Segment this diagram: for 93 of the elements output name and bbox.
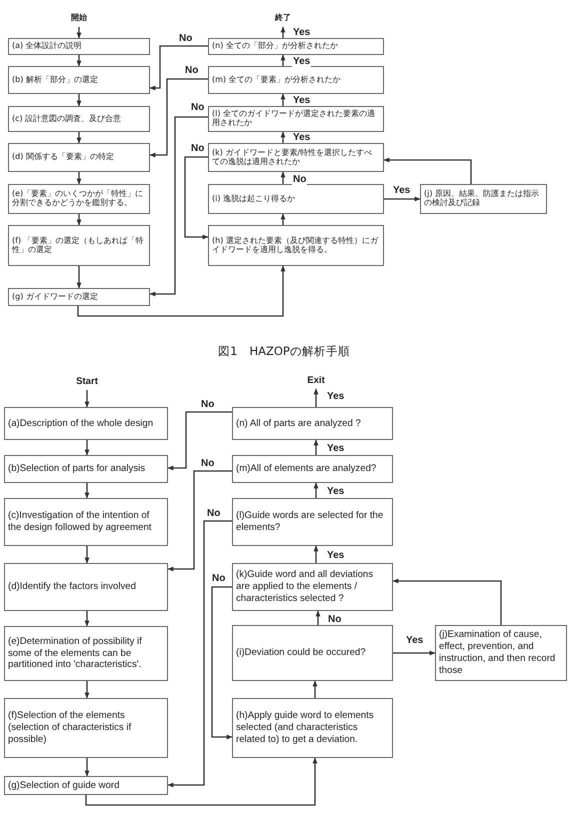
process-box: (j)Examination of cause, effect, prevention, and instruction, and then record those (435, 625, 567, 681)
edge-label: No (211, 574, 226, 584)
arrow (167, 411, 232, 470)
arrow (280, 213, 286, 225)
arrow (280, 93, 286, 106)
process-box: (f)Selection of the elements (selection of characteristics if possible) (4, 698, 168, 758)
edge-label: No (184, 66, 200, 76)
arrow (280, 171, 286, 184)
edge-label: Yes (326, 444, 346, 454)
arrow (149, 78, 208, 158)
edge-label: Yes (292, 28, 312, 38)
arrow (76, 55, 82, 67)
arrow (149, 45, 208, 90)
edge-label: No (200, 459, 216, 469)
edge-label: Yes (405, 636, 424, 646)
process-box: (n) All of parts are analyzed ? (232, 407, 393, 440)
arrow (84, 546, 90, 564)
process-box: (a)Description of the whole design (4, 407, 168, 440)
arrow (85, 757, 318, 806)
edge-label: Yes (326, 487, 346, 497)
process-box: (i)Deviation could be occured? (232, 625, 393, 681)
process-box: (b)Selection of parts for analysis (4, 455, 168, 483)
process-box: (c) 設計意図の調査、及び合意 (8, 106, 150, 132)
arrow (84, 611, 90, 627)
edge-label: Yes (392, 186, 412, 196)
arrow (167, 470, 232, 572)
process-box: (b) 解析「部分」の選定 (8, 66, 150, 94)
edge-label: No (200, 400, 216, 410)
arrow (84, 758, 90, 777)
process-box: (a) 全体設計の説明 (8, 38, 150, 55)
process-box: (m) 全ての「要素」が分析されたか (208, 66, 384, 94)
edge-label: No (327, 615, 342, 625)
process-box: (e)「要素」のいくつかが「特性」に分割できるかどうかを鑑別する。 (8, 184, 150, 214)
arrow (167, 520, 232, 788)
process-box: (d)Identify the factors involved (4, 563, 168, 611)
terminal-label: 終了 (268, 9, 298, 27)
figure-caption: 図1 HAZOPの解析手順 (218, 344, 350, 358)
process-box: (k) ガイドワードと要素/特性を選択したすべての逸脱は適用されたか (208, 143, 384, 172)
arrow (280, 131, 286, 143)
edge-label: Yes (326, 392, 346, 402)
arrow (76, 172, 82, 185)
process-box: (n) 全ての「部分」が分析されたか (208, 38, 384, 55)
process-box: (k)Guide word and all deviations are applied to the elements / characteristics selected ? (232, 563, 393, 611)
edge-label: Yes (326, 551, 346, 561)
arrow (314, 439, 318, 455)
process-box: (l) 全てのガイドワードが選定された要素の適用されたか (208, 106, 384, 132)
edge-label: No (292, 175, 308, 185)
arrow (280, 26, 286, 38)
arrow (392, 578, 502, 625)
arrow (76, 266, 82, 289)
arrow (76, 214, 82, 226)
arrow (77, 265, 286, 317)
arrow (84, 483, 90, 499)
arrow (280, 54, 286, 66)
process-box: (h) 選定された要素（及び関連する特性）にガイドワードを適用し逸脱を得る。 (208, 225, 384, 266)
process-box: (j) 原因、結果、防護または指示の検討及び記録 (420, 184, 547, 214)
process-box: (g) ガイドワードの選定 (8, 288, 150, 306)
process-box: (g)Selection of guide word (4, 776, 168, 795)
arrow (383, 158, 472, 184)
arrow (76, 132, 82, 144)
process-box: (m)All of elements are analyzed? (232, 455, 393, 483)
edge-label: Yes (292, 96, 312, 106)
arrow (384, 196, 421, 202)
process-box: (i) 逸脱は起こり得るか (208, 184, 384, 214)
process-box: (d) 関係する「要素」の特定 (8, 143, 150, 172)
arrow (84, 440, 90, 456)
arrow (84, 681, 90, 699)
edge-label: No (206, 509, 222, 519)
arrow (312, 680, 318, 698)
edge-label: No (178, 34, 194, 44)
terminal-label: Exit (298, 373, 334, 389)
terminal-label: Start (66, 374, 108, 390)
arrow (84, 390, 90, 408)
terminal-label: 開始 (62, 9, 96, 27)
arrow (149, 116, 208, 296)
process-box: (l)Guide words are selected for the elements? (232, 498, 393, 546)
arrow (76, 94, 82, 107)
arrow (393, 650, 436, 656)
edge-label: Yes (292, 133, 312, 143)
arrow (211, 586, 233, 740)
edge-label: No (190, 144, 206, 154)
arrow (314, 545, 318, 563)
process-box: (f) 「要素」の選定（もしあれば「特性」の選定 (8, 225, 150, 266)
process-box: (c)Investigation of the intention of the design followed by agreement (4, 498, 168, 546)
arrow (76, 27, 82, 39)
arrow (184, 156, 209, 240)
arrow (314, 482, 318, 498)
edge-label: Yes (292, 57, 312, 67)
process-box: (h)Apply guide word to elements selected (and characteristics related to) to get a deviation. (232, 698, 393, 758)
process-box: (e)Determination of possibility if some of the elements can be partitioned into 'characteristics'. (4, 626, 168, 681)
edge-label: No (190, 103, 206, 113)
arrow (316, 610, 320, 625)
arrow (314, 388, 318, 407)
